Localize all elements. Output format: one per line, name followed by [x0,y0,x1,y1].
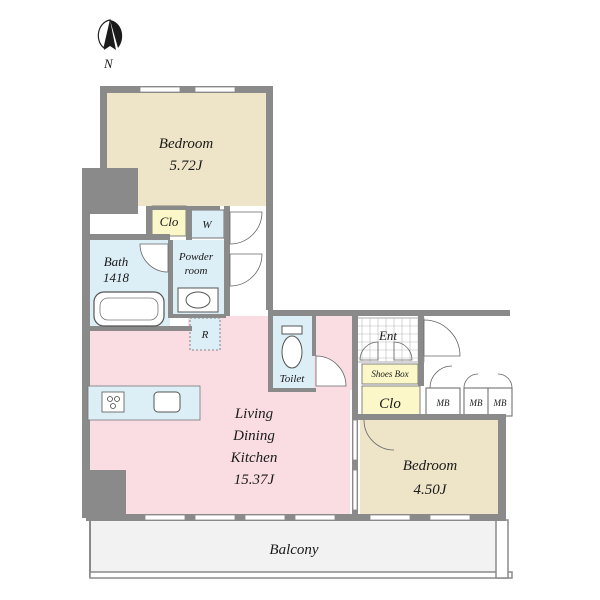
fridge-floor [189,317,221,351]
north-label: N [103,56,114,71]
bathtub-icon [93,291,165,327]
wash-basin-icon [177,287,219,313]
ldk-floor [88,316,350,516]
bath-size: 1418 [103,270,130,285]
closet-north-label: Clo [160,214,179,229]
bedroom-north-area: 5.72J [170,158,204,174]
toilet-label: Toilet [280,373,306,385]
windows [139,86,471,521]
toilet-icon [281,325,303,369]
closet-east-label: Clo [379,396,401,412]
mb3-label: MB [493,398,507,408]
balcony-railing [89,571,513,579]
entrance-label: Ent [378,328,397,343]
balcony-railing-side [495,519,509,579]
powder-room-line1: Powder [178,251,214,263]
bedroom-east-name: Bedroom [403,458,458,474]
mb2-label: MB [469,398,483,408]
fridge-label: R [201,329,209,341]
bedroom-east-area: 4.50J [414,482,448,498]
mb1-label: MB [436,398,450,408]
kitchen-counter [87,385,201,421]
powder-room-line2: room [185,265,208,277]
north-arrow-icon [97,19,123,50]
shoes-box-label: Shoes Box [371,369,408,379]
ldk-line1: Living [234,406,274,422]
washer-label: W [202,219,212,231]
bedroom-north-name: Bedroom [159,136,214,152]
balcony-label: Balcony [269,542,318,558]
ldk-area: 15.37J [234,472,276,488]
mb1-box [425,387,461,417]
bath-name: Bath [104,254,129,269]
bedroom-east-floor [360,420,498,516]
kitchen-sink-icon [153,391,181,413]
ldk-line2: Dining [232,428,275,444]
closet-east-floor [361,385,421,419]
closet-north-floor [151,205,187,237]
ldk-line3: Kitchen [230,450,278,466]
door-swings [139,211,513,451]
balcony [89,519,503,577]
